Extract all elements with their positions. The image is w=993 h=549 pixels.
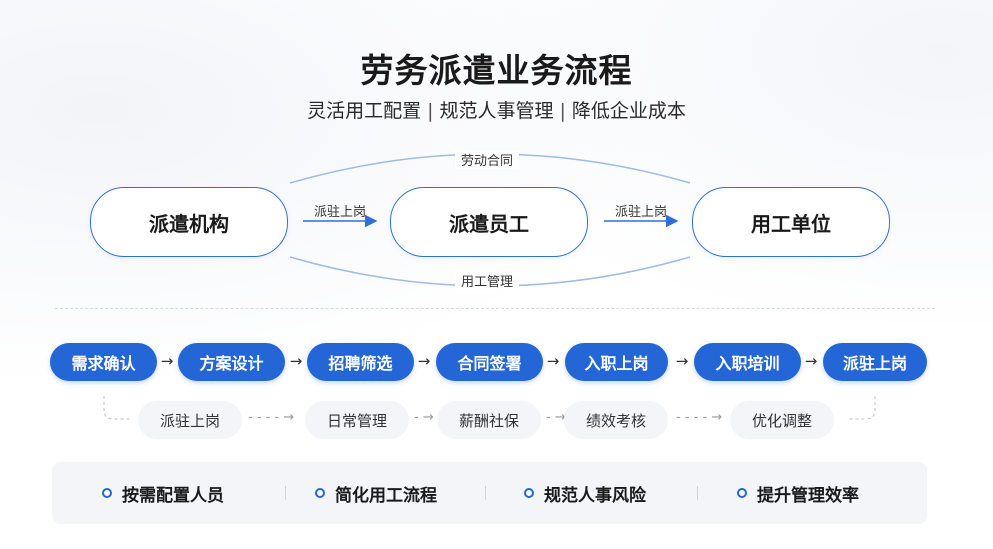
process-step: 合同签署 [436, 343, 543, 381]
subtitle-separator: | [427, 100, 434, 122]
benefit-item: 简化用工流程 [315, 462, 437, 524]
benefit-label: 规范人事风险 [544, 485, 646, 506]
bullet-icon [737, 488, 747, 498]
process-step: 派驻上岗 [823, 343, 927, 381]
subtitle-part: 规范人事管理 [439, 100, 554, 122]
bottom-arc-label: 用工管理 [455, 271, 520, 290]
followup-item: 日常管理 [305, 401, 409, 439]
bullet-icon [315, 488, 325, 498]
process-step: 方案设计 [178, 343, 285, 381]
followup-right-connector [848, 396, 876, 420]
process-step: 入职培训 [694, 343, 801, 381]
bullet-icon [524, 488, 534, 498]
benefit-label: 提升管理效率 [757, 485, 859, 506]
followup-left-connector [103, 396, 132, 420]
followup-arrow-icon: - - - - → [248, 410, 295, 425]
step-arrow-icon: → [417, 352, 431, 370]
subtitle-separator: | [559, 100, 566, 122]
node-dispatched-employee: 派遣员工 [390, 187, 588, 257]
process-step: 招聘筛选 [307, 343, 414, 381]
step-arrow-icon: → [675, 352, 689, 370]
section-divider [55, 308, 935, 309]
subtitle: 灵活用工配置|规范人事管理|降低企业成本 [0, 96, 993, 123]
followup-arrow-icon: - → [414, 410, 434, 425]
followup-arrow-icon: - → [546, 410, 566, 425]
arrow-label: 派驻上岗 [313, 205, 366, 220]
bullet-icon [102, 488, 112, 498]
benefit-item: 提升管理效率 [737, 462, 859, 524]
arrow-label: 派驻上岗 [614, 205, 667, 220]
step-arrow-icon: → [289, 352, 303, 370]
followup-item: 薪酬社保 [437, 401, 541, 439]
process-step: 需求确认 [50, 343, 157, 381]
benefit-item: 按需配置人员 [102, 462, 224, 524]
step-arrow-icon: → [804, 352, 818, 370]
subtitle-part: 灵活用工配置 [307, 100, 422, 122]
followup-item: 优化调整 [730, 401, 834, 439]
node-employer: 用工单位 [692, 187, 890, 257]
benefit-separator [697, 486, 698, 500]
node-dispatch-agency: 派遣机构 [90, 187, 288, 257]
benefit-label: 简化用工流程 [335, 485, 437, 506]
process-step: 入职上岗 [565, 343, 668, 381]
followup-item: 派驻上岗 [138, 401, 242, 439]
step-arrow-icon: → [160, 352, 174, 370]
followup-item: 绩效考核 [564, 401, 668, 439]
page-title: 劳务派遣业务流程 [360, 51, 633, 90]
benefit-item: 规范人事风险 [524, 462, 646, 524]
benefit-separator [285, 486, 286, 500]
subtitle-part: 降低企业成本 [571, 100, 686, 122]
benefit-label: 按需配置人员 [122, 485, 224, 506]
benefit-separator [485, 486, 486, 500]
top-arc-label: 劳动合同 [455, 150, 520, 169]
benefits-bar: 按需配置人员 简化用工流程 规范人事风险 提升管理效率 [52, 462, 927, 524]
step-arrow-icon: → [546, 352, 560, 370]
followup-arrow-icon: - - - - → [676, 410, 723, 425]
